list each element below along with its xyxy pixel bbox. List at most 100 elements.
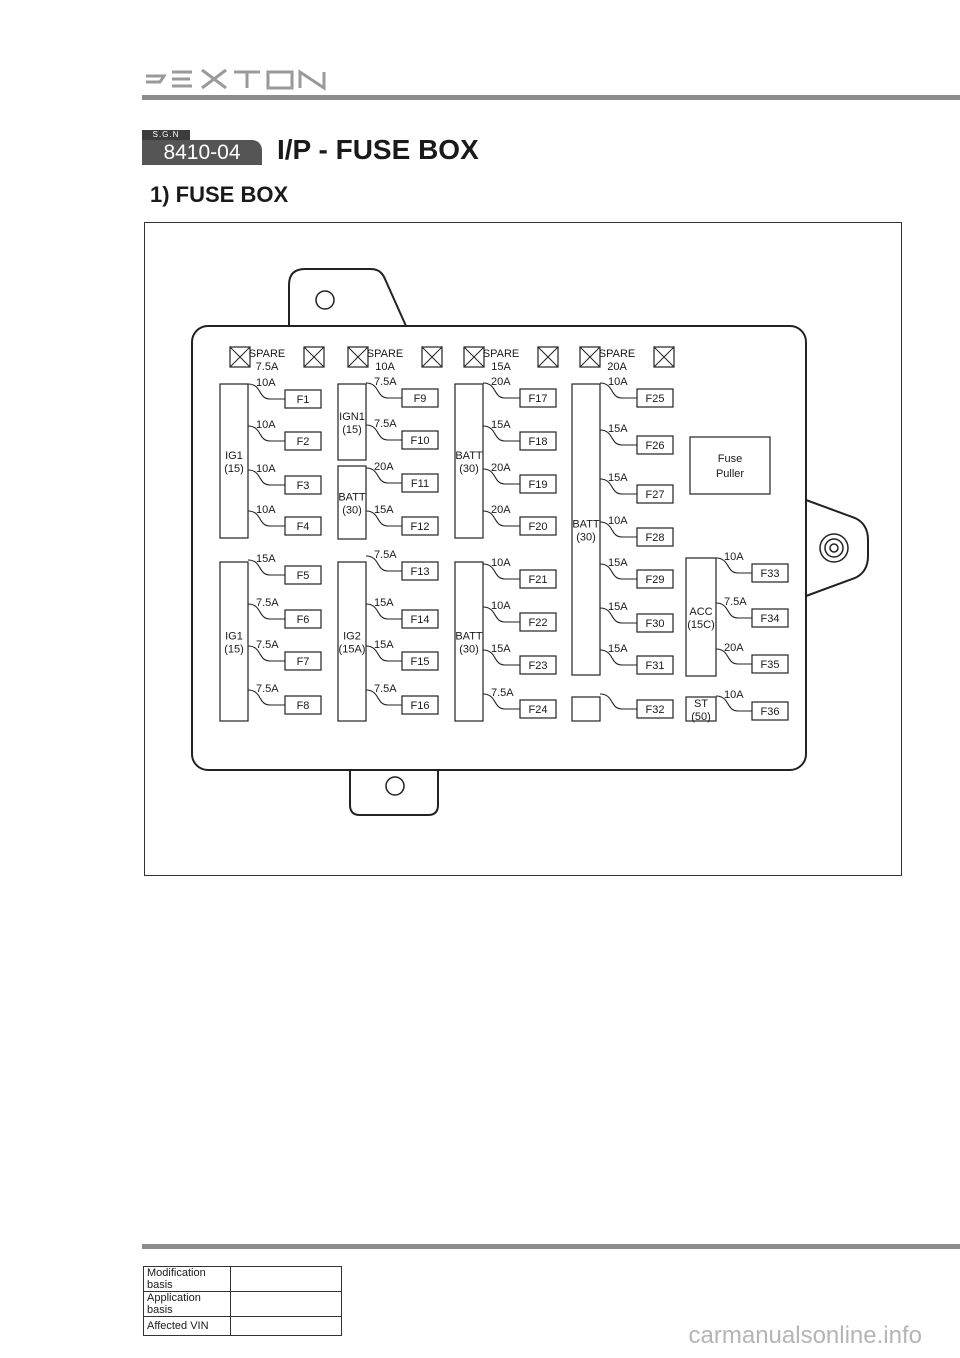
fuse-id: F19 [529,479,548,491]
fuse-id: F1 [297,394,310,406]
power-source-block [337,383,367,461]
power-source-terminal: (15) [224,463,244,475]
fuse-rating: 10A [491,557,511,569]
fuse-rating: 15A [374,597,394,609]
fuse-slot [284,389,322,409]
revision-table: Modification basis Application basis Aff… [143,1266,342,1336]
fuse-wire [482,606,520,623]
fuse-rating: 20A [374,461,394,473]
fuse-slot [519,612,557,632]
header-rule [142,95,960,100]
fuse-puller [689,436,771,495]
fuse-rating: 7.5A [256,597,279,609]
power-source-terminal: (30) [342,505,362,517]
fuse-id: F33 [761,568,780,580]
fuse-rating: 20A [491,462,511,474]
power-source-block [685,557,717,677]
power-source-label: ACC [689,606,712,618]
fuse-slot [751,654,789,674]
row-label: Application basis [143,1291,231,1317]
power-source-terminal: (15) [342,424,362,436]
fuse-id: F34 [761,613,780,625]
fuse-id: F32 [646,704,665,716]
fuse-wire [599,693,637,710]
power-source-block [685,696,717,722]
fuse-id: F36 [761,706,780,718]
power-source-label: BATT [455,450,483,462]
power-source-block [454,561,484,722]
section-title: I/P - FUSE BOX [277,134,479,165]
fuse-id: F22 [529,617,548,629]
fuse-rating: 7.5A [374,418,397,430]
fuse-slot [284,651,322,671]
fuse-wire [715,602,752,619]
fuse-wire [599,649,637,666]
fuse-wire [599,607,637,624]
fuse-wire [482,693,520,710]
fuse-id: F2 [297,436,310,448]
table-row: Modification basis [143,1266,342,1292]
row-value [230,1291,342,1317]
fuse-slot [636,388,674,408]
fuse-wire [482,468,520,485]
fuse-id: F25 [646,393,665,405]
fuse-wire [247,469,285,486]
spare-slot-cross [229,346,251,368]
bottom-mount-hole [385,776,405,796]
brand-logo [142,66,332,92]
fuse-puller-label-line2: Puller [716,468,744,480]
fuse-id: F26 [646,440,665,452]
fuse-rating: 10A [724,551,744,563]
fuse-slot [401,609,439,629]
fuse-wire [715,557,752,574]
fuse-slot [751,701,789,721]
row-label: Affected VIN [143,1316,231,1336]
fuse-id: F28 [646,532,665,544]
fuse-slot [636,699,674,719]
spare-rating: 20A [607,361,627,373]
power-source-terminal: (30) [459,463,479,475]
fuse-slot [519,569,557,589]
power-source-block [337,561,367,722]
power-source-block [454,383,484,539]
power-source-block [571,696,601,722]
fuse-slot [401,473,439,493]
fuse-slot [401,430,439,450]
fuse-wire [247,510,285,527]
fuse-slot [636,484,674,504]
fuse-slot [284,609,322,629]
fuse-wire [365,382,402,399]
power-source-terminal: (30) [459,644,479,656]
spare-label: SPARE [367,348,403,360]
fuse-wire [365,555,402,572]
row-value [230,1316,342,1336]
fuse-id: F4 [297,521,310,533]
fuse-slot [751,608,789,628]
fuse-slot [284,431,322,451]
fuse-slot [519,699,557,719]
sgn-label: S.G.N [142,130,190,140]
fuse-wire [365,603,402,620]
power-source-label: IGN1 [339,411,365,423]
fuse-rating: 7.5A [256,683,279,695]
power-source-terminal: (15C) [687,619,715,631]
diagram-frame [144,222,902,876]
spare-label: SPARE [483,348,519,360]
fuse-slot [751,563,789,583]
fuse-wire [247,689,285,706]
fuse-rating: 10A [256,419,276,431]
fuse-slot [636,527,674,547]
fuse-rating: 15A [608,601,628,613]
fuse-slot [636,569,674,589]
fuse-slot [636,613,674,633]
fuse-id: F17 [529,393,548,405]
fuse-wire [599,521,637,538]
fuse-slot [519,431,557,451]
fuse-slot [284,695,322,715]
fuse-wire [599,563,637,580]
fuse-wire [247,603,285,620]
fuse-wire [599,382,637,399]
power-source-terminal: (30) [576,532,596,544]
fuse-slot [519,516,557,536]
